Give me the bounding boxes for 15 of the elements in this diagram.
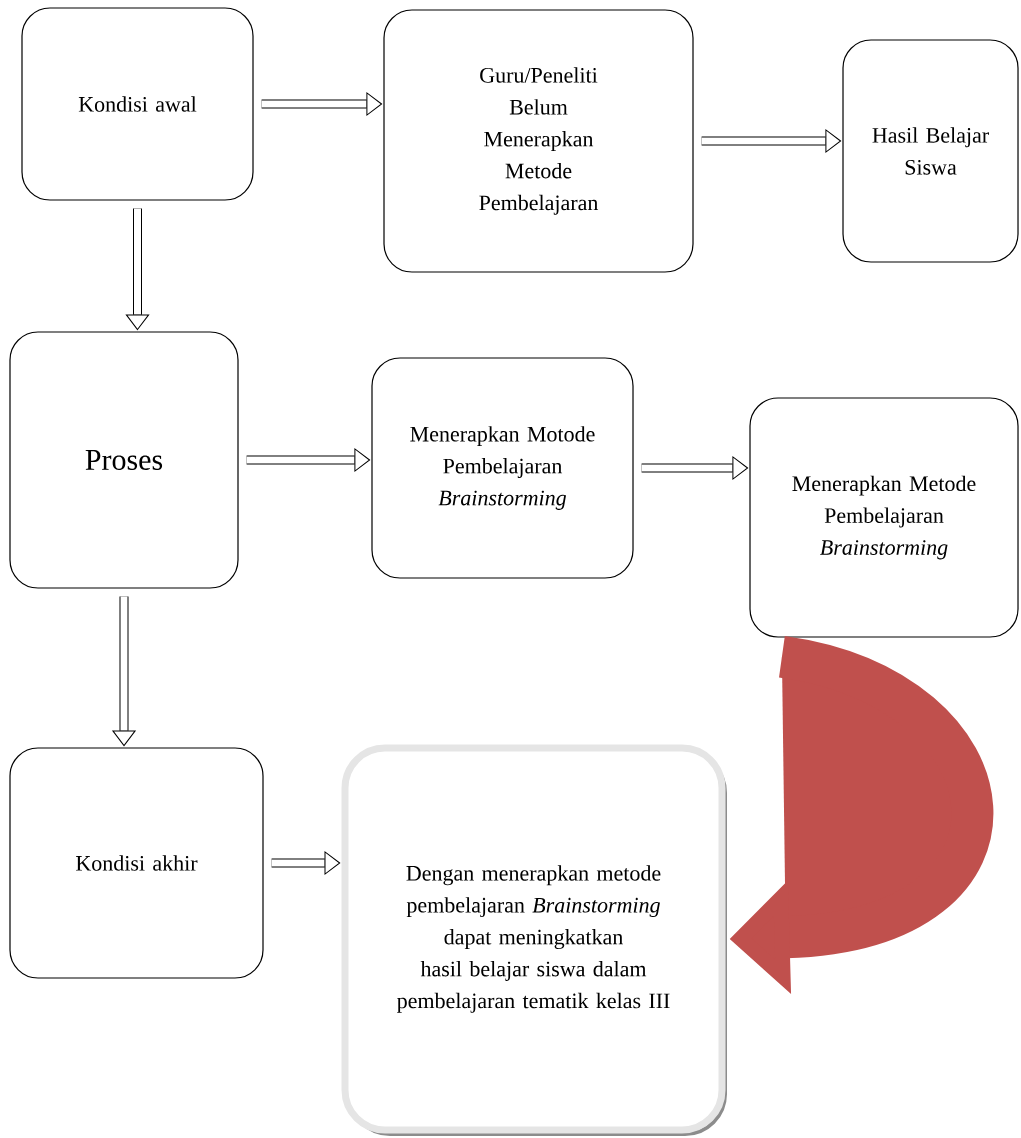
block-arrow <box>112 596 136 747</box>
block-arrow <box>641 456 749 480</box>
process-box: Menerapkan Metode Pembelajaran Brainstorming <box>749 397 1019 638</box>
process-box: Dengan menerapkan metode pembelajaran Brainstorming dapat meningkatkan hasil belajar siswa dalam pembelajaran tematik kelas III <box>341 744 726 1134</box>
block-arrow <box>271 851 341 875</box>
block-arrow <box>246 448 371 472</box>
block-arrow <box>701 129 842 153</box>
process-box: Guru/Peneliti Belum Menerapkan Metode Pembelajaran <box>383 9 694 273</box>
block-arrow <box>261 92 383 116</box>
process-box: Menerapkan Motode Pembelajaran Brainstorming <box>371 357 634 579</box>
process-box: Proses <box>9 331 239 589</box>
process-box: Hasil Belajar Siswa <box>842 39 1019 263</box>
process-box: Kondisi awal <box>21 7 254 201</box>
block-arrow <box>125 208 150 331</box>
process-box: Kondisi akhir <box>9 747 264 979</box>
